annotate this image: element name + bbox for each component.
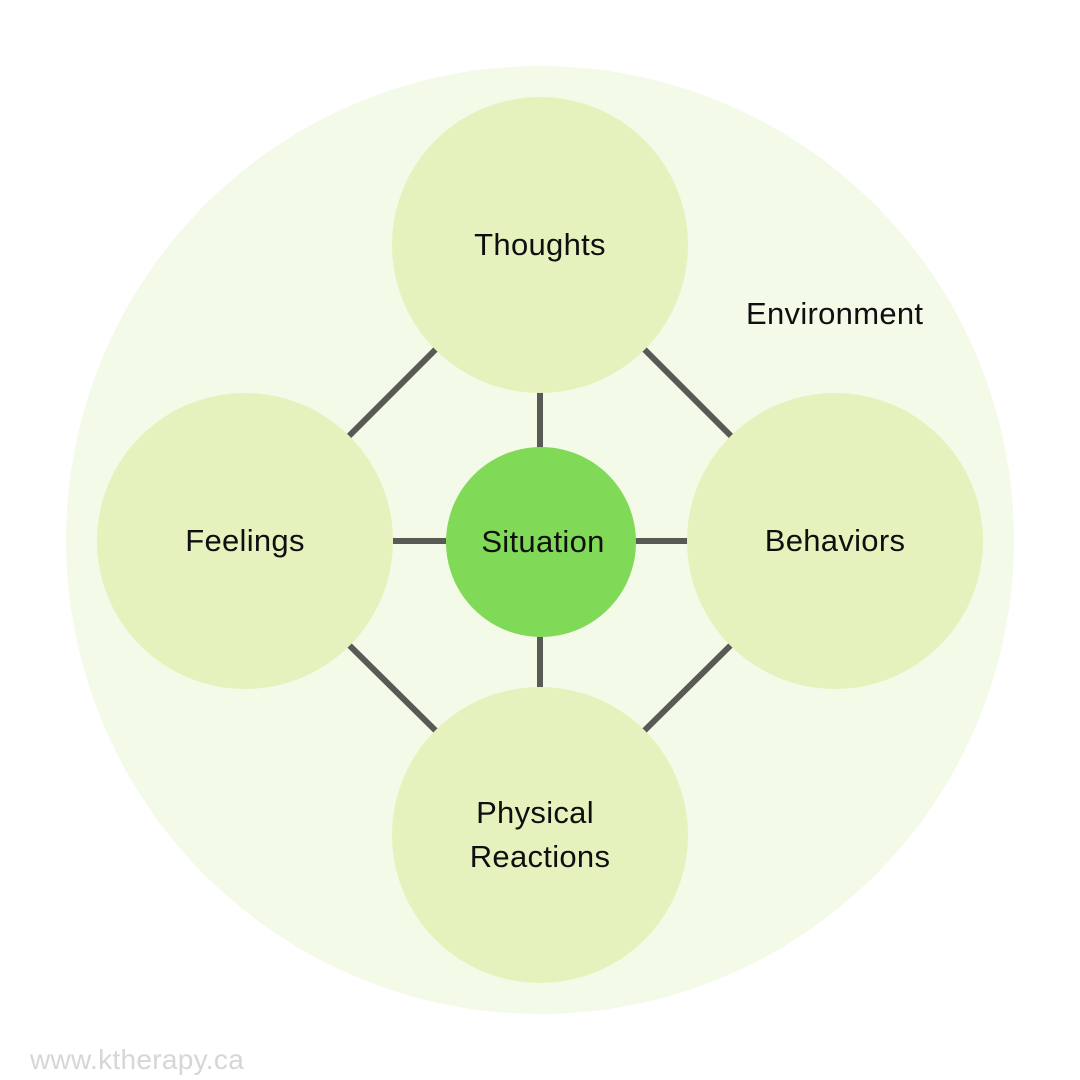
situation-label: Situation — [481, 524, 605, 559]
feelings-label: Feelings — [185, 523, 305, 558]
situation-node: Situation — [446, 447, 636, 637]
physical-reactions-label-line1: Physical — [476, 795, 594, 830]
thoughts-node: Thoughts — [392, 97, 688, 393]
connector-thoughts-feelings — [346, 346, 439, 439]
watermark: www.ktherapy.ca — [30, 1044, 245, 1075]
connector-thoughts-behaviors — [641, 346, 734, 439]
behaviors-label: Behaviors — [764, 523, 906, 558]
physical-reactions-node: Physical Reactions — [392, 687, 688, 983]
feelings-node: Feelings — [97, 393, 393, 689]
physical-reactions-label-line2: Reactions — [469, 839, 611, 874]
behaviors-node: Behaviors — [687, 393, 983, 689]
connector-feelings-physical — [346, 642, 439, 734]
environment-label: Environment — [746, 296, 924, 331]
connector-behaviors-physical — [641, 642, 734, 734]
thoughts-label: Thoughts — [474, 227, 606, 262]
physical-reactions-text: Physical Reactions — [470, 791, 611, 879]
